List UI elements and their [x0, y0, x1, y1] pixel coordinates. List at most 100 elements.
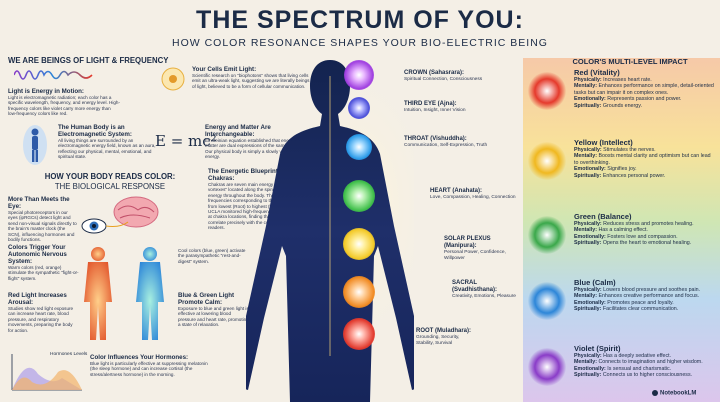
- impact-line-label: Spiritually:: [574, 102, 602, 109]
- impact-line-text: Has a deeply sedative effect.: [603, 353, 672, 359]
- blueprint-text: Chakras are seven main energy centers or…: [208, 182, 320, 231]
- hormones-block: Color Influences Your Hormones: Blue lig…: [90, 354, 210, 377]
- cells-emit-text: Scientific research on "biophotons" show…: [192, 73, 310, 89]
- chakra-desc: Love, Compassion, Healing, Connection: [430, 195, 516, 200]
- more-than-eye-heading: More Than Meets the Eye:: [8, 196, 70, 210]
- impact-line-label: Spiritually:: [574, 306, 602, 313]
- impact-line-text: Promotes peace and loyalty.: [607, 299, 674, 306]
- impact-line-physically: Physically: Increases heart rate.: [574, 77, 716, 83]
- impact-line-text: Has a calming effect.: [598, 227, 648, 234]
- impact-line-mentally: Mentally: Enhances creative performance …: [574, 293, 716, 299]
- impact-item-title: Yellow (Intellect): [574, 138, 633, 147]
- impact-line-spiritually: Spiritually: Grounds energy.: [574, 103, 716, 109]
- chakra-label-throat: THROAT (Vishuddha): Communication, Self-…: [404, 136, 522, 149]
- wave-illustration: [14, 70, 93, 80]
- chakra-orb-sacral: [343, 276, 375, 308]
- cells-emit-heading: Your Cells Emit Light:: [192, 66, 257, 73]
- page-title: THE SPECTRUM OF YOU:: [196, 6, 524, 34]
- impact-line-label: Emotionally:: [574, 299, 606, 306]
- impact-line-text: Facilitates clear communication.: [602, 306, 679, 313]
- impact-line-label: Spiritually:: [574, 172, 602, 179]
- colors-trigger-heading: Colors Trigger Your Autonomic Nervous Sy…: [8, 244, 67, 265]
- impact-item-title: Blue (Calm): [574, 278, 616, 287]
- chakra-name: SACRAL (Svadhisthana):: [452, 280, 498, 293]
- impact-line-label: Spiritually:: [574, 240, 602, 247]
- impact-line-label: Mentally:: [574, 293, 597, 300]
- chakra-desc: Intuition, Insight, Inner Vision: [404, 108, 466, 113]
- impact-item-title: Green (Balance): [574, 212, 632, 221]
- einstein-formula: E = mc²: [155, 132, 217, 150]
- impact-line-emotionally: Emotionally: Fosters love and compassion…: [574, 234, 716, 240]
- energy-matter-text: Einsteinian equation established that en…: [205, 138, 313, 160]
- impact-item: Blue (Calm)Physically: Lowers blood pres…: [574, 278, 716, 313]
- chakra-orb-heart: [343, 180, 375, 212]
- light-energy-text: Light is electromagnetic radiation; each…: [8, 95, 121, 117]
- blue-figure: [136, 247, 164, 340]
- impact-line-label: Physically:: [574, 77, 602, 83]
- red-blue-figures: [84, 247, 164, 340]
- impact-line-spiritually: Spiritually: Connects us to higher consc…: [574, 372, 716, 378]
- impact-line-label: Emotionally:: [574, 365, 606, 372]
- red-light-text: Studies show red light exposure can incr…: [8, 306, 74, 333]
- chakra-desc: Communication, Self-Expression, Truth: [404, 143, 488, 148]
- chakra-orb-third-eye: [348, 97, 370, 119]
- chakra-orb-root: [343, 318, 375, 350]
- red-light-heading: Red Light Increases Arousal:: [8, 292, 67, 306]
- impact-line-text: Is sensual and charismatic.: [607, 365, 672, 372]
- hormones-chart: [11, 354, 82, 391]
- impact-line-text: Increases heart rate.: [603, 77, 652, 83]
- section-heading-biology: HOW YOUR BODY READS COLOR: THE BIOLOGICA…: [20, 172, 200, 192]
- chakra-orb-crown: [344, 60, 374, 90]
- impact-item: Yellow (Intellect)Physically: Stimulates…: [574, 138, 716, 179]
- section-heading-biology-line2: THE BIOLOGICAL RESPONSE: [54, 182, 166, 191]
- impact-line-text: Fosters love and compassion.: [607, 233, 678, 240]
- chakra-name: HEART (Anahata):: [430, 188, 482, 194]
- chakra-desc: Grounding, Security, Stability, Survival: [416, 335, 460, 346]
- impact-line-label: Mentally:: [574, 359, 597, 366]
- impact-swirl-icon: [528, 282, 566, 320]
- impact-line-text: Enhances performance on simple, detail-o…: [574, 83, 714, 96]
- impact-line-emotionally: Emotionally: Is sensual and charismatic.: [574, 366, 716, 372]
- impact-line-text: Represents passion and power.: [607, 96, 682, 103]
- more-than-eye-text: Special photoreceptors in our eyes (ipRG…: [8, 210, 77, 243]
- impact-line-spiritually: Spiritually: Facilitates clear communica…: [574, 306, 716, 312]
- more-than-eye-block: More Than Meets the Eye: Special photore…: [8, 196, 78, 242]
- blue-green-block: Blue & Green Light Promote Calm: Exposur…: [178, 292, 250, 328]
- eye-brain-illustration: [81, 196, 159, 234]
- impact-swirl-icon: [528, 72, 566, 110]
- impact-swirl-icon: [528, 142, 566, 180]
- blueprint-block: The Energetic Blueprint: Auras and Chakr…: [208, 168, 320, 231]
- impact-item: Red (Vitality)Physically: Increases hear…: [574, 68, 716, 109]
- colors-trigger-text: Warm colors (red, orange) stimulate the …: [8, 265, 79, 281]
- impact-line-spiritually: Spiritually: Opens the heart to emotiona…: [574, 240, 716, 246]
- blueprint-heading: The Energetic Blueprint: Auras and Chakr…: [208, 168, 312, 182]
- impact-line-mentally: Mentally: Connects to imagination and hi…: [574, 359, 716, 365]
- colors-trigger-block: Colors Trigger Your Autonomic Nervous Sy…: [8, 244, 80, 281]
- cell-icon: [161, 67, 185, 91]
- impact-line-label: Emotionally:: [574, 233, 606, 240]
- impact-line-text: Connects to imagination and higher wisdo…: [598, 359, 703, 366]
- impact-line-mentally: Mentally: Enhances performance on simple…: [574, 83, 716, 96]
- hormones-heading: Color Influences Your Hormones:: [90, 354, 189, 361]
- impact-item-title: Violet (Spirit): [574, 344, 621, 353]
- human-body-block: The Human Body is an Electromagnetic Sys…: [58, 124, 166, 160]
- chakra-name: ROOT (Muladhara):: [416, 328, 471, 334]
- impact-line-text: Stimulates the nerves.: [603, 147, 656, 153]
- blue-green-text: Exposure to blue and green light is effe…: [178, 306, 249, 328]
- page-subtitle: HOW COLOR RESONANCE SHAPES YOUR BIO-ELEC…: [172, 37, 548, 49]
- cool-colors-text: Cool colors (blue, green) activate the p…: [178, 248, 246, 264]
- impact-line-label: Emotionally:: [574, 96, 606, 103]
- impact-line-spiritually: Spiritually: Enhances personal power.: [574, 173, 716, 179]
- cells-emit-block: Your Cells Emit Light: Scientific resear…: [192, 66, 312, 89]
- impact-line-text: Opens the heart to emotional healing.: [602, 240, 692, 247]
- impact-line-emotionally: Emotionally: Signifies joy.: [574, 166, 716, 172]
- impact-line-physically: Physically: Reduces stress and promotes …: [574, 221, 716, 227]
- impact-line-text: Boosts mental clarity and optimism but c…: [574, 153, 711, 166]
- impact-line-label: Physically:: [574, 221, 602, 227]
- light-energy-heading: Light is Energy in Motion:: [8, 88, 84, 95]
- hormones-text: Blue light is particularly effective at …: [90, 361, 208, 377]
- chakra-orb-solar-plexus: [343, 228, 375, 260]
- impact-line-text: Lowers blood pressure and soothes pain.: [603, 287, 701, 293]
- impact-line-physically: Physically: Has a deeply sedative effect…: [574, 353, 716, 359]
- chakra-label-sacral: SACRAL (Svadhisthana): Creativity, Emoti…: [452, 280, 518, 300]
